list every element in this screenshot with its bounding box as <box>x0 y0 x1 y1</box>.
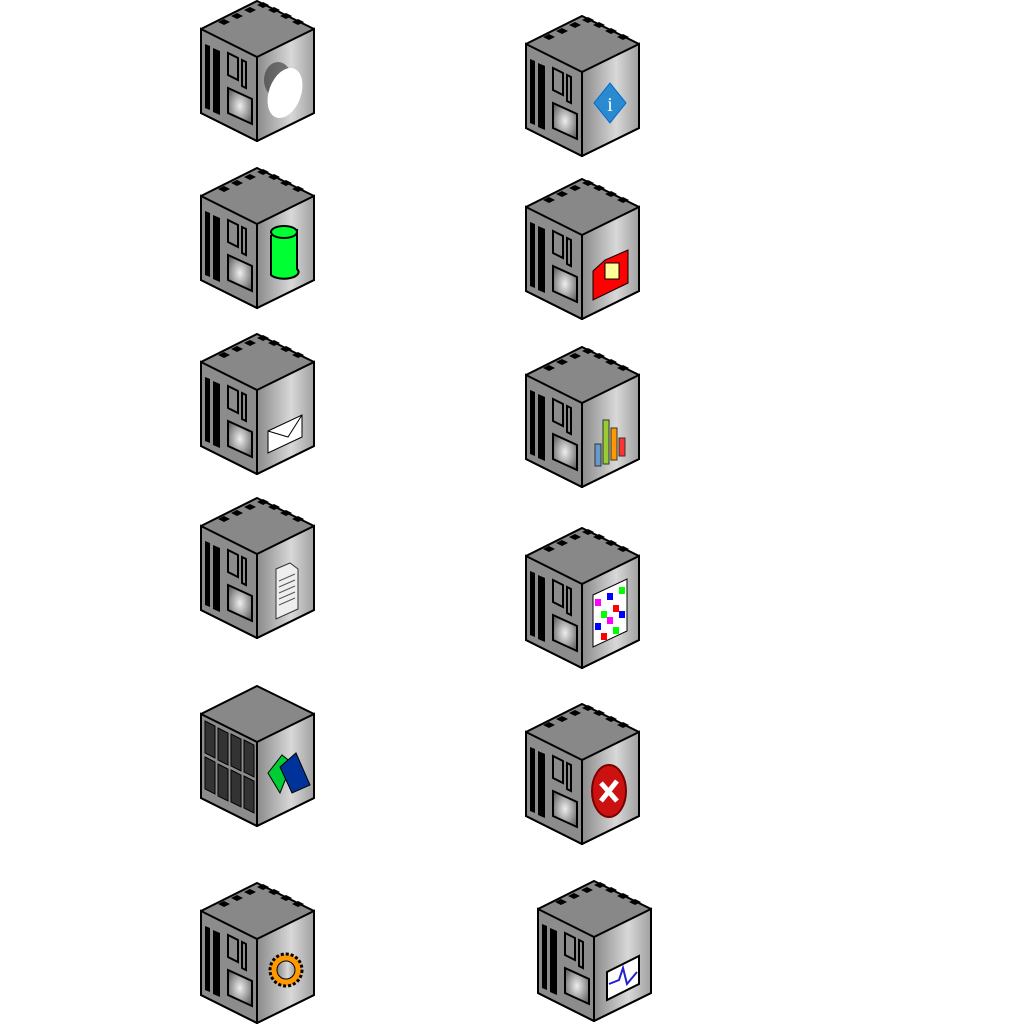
server-rack-cards-icon <box>200 685 316 827</box>
server-info-icon: i <box>525 15 641 157</box>
svg-text:i: i <box>607 94 613 116</box>
server-database-icon <box>200 167 316 309</box>
server-webcam-icon <box>200 0 316 142</box>
server-settings-icon <box>200 882 316 1024</box>
server-monitor-icon <box>537 880 653 1022</box>
server-sim-card-icon <box>525 178 641 320</box>
server-error-icon <box>525 703 641 845</box>
server-document-icon <box>200 497 316 639</box>
server-chart-icon <box>525 346 641 488</box>
server-matrix-icon <box>525 527 641 669</box>
server-mail-icon <box>200 333 316 475</box>
